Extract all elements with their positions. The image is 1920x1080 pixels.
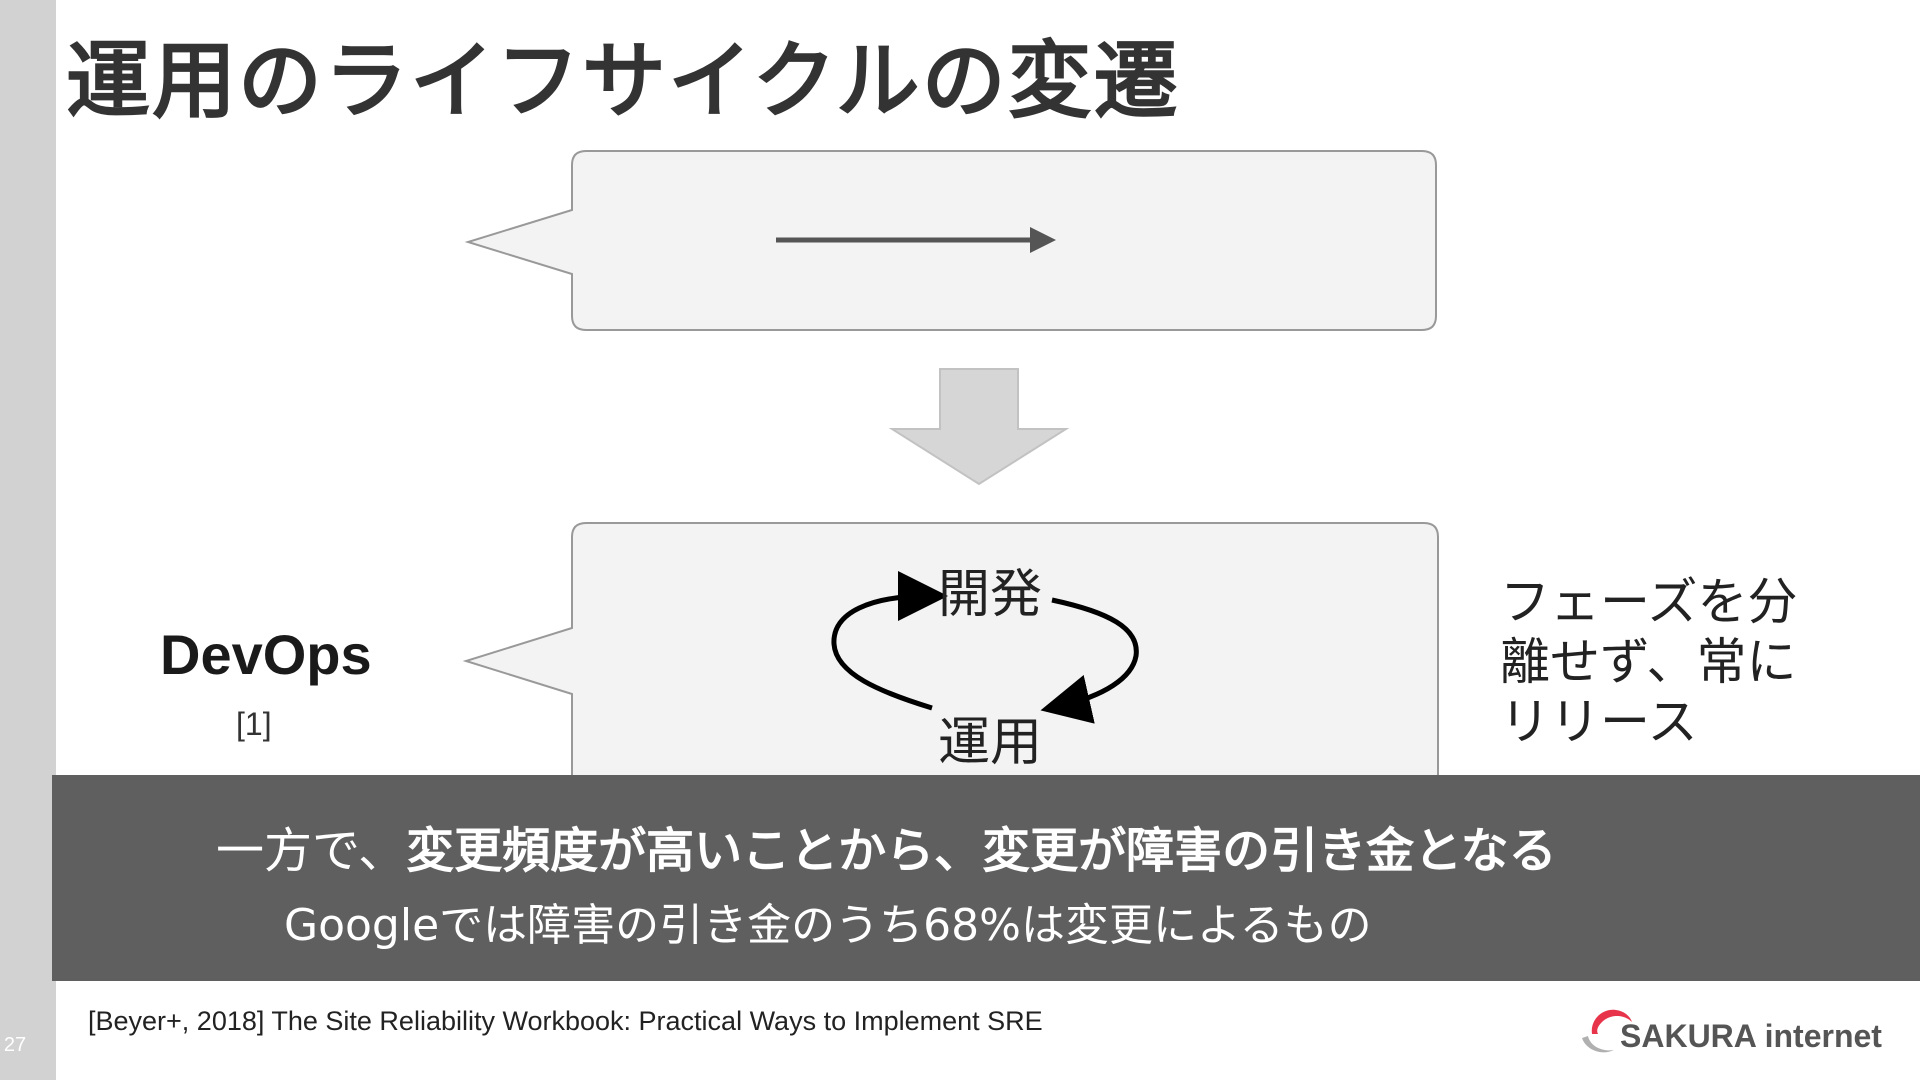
banner-headline: 一方で、変更頻度が高いことから、変更が障害の引き金となる <box>216 811 1557 881</box>
side-note-line: リリース <box>1500 693 1698 751</box>
page-number: 27 <box>3 1034 27 1056</box>
citation-footnote: [Beyer+, 2018] The Site Reliability Work… <box>88 1006 1043 1036</box>
banner-headline-emphasis: 変更頻度が高いことから、変更が障害の引き金となる <box>406 823 1557 879</box>
cycle-arrow-up <box>831 571 948 711</box>
cycle-label-operations: 運用 <box>938 713 1043 773</box>
sakura-logo-icon <box>1582 1009 1632 1053</box>
transition-down-arrow <box>888 368 1070 486</box>
banner-headline-prefix: 一方で、 <box>216 823 407 879</box>
logo-text: SAKURA internet <box>1620 1018 1882 1054</box>
company-logo: SAKURA internet <box>1580 994 1882 1064</box>
top-callout <box>464 150 1437 331</box>
side-note-line: フェーズを分 <box>1500 573 1798 631</box>
highlight-banner: 一方で、変更頻度が高いことから、変更が障害の引き金となる Googleでは障害の… <box>52 775 1920 981</box>
devops-label: DevOps <box>160 623 372 686</box>
devops-callout <box>462 522 1439 801</box>
devops-reference: [1] <box>236 706 272 742</box>
side-note: フェーズを分 離せず、常に リリース <box>1500 572 1830 752</box>
left-sidebar-bar <box>0 0 56 1080</box>
cycle-arrow-down <box>1040 597 1139 724</box>
cycle-label-development: 開発 <box>938 565 1043 625</box>
side-note-line: 離せず、常に <box>1500 633 1797 691</box>
banner-subline: Googleでは障害の引き金のうち68%は変更によるもの <box>284 900 1372 951</box>
slide-title: 運用のライフサイクルの変遷 <box>66 32 1180 130</box>
